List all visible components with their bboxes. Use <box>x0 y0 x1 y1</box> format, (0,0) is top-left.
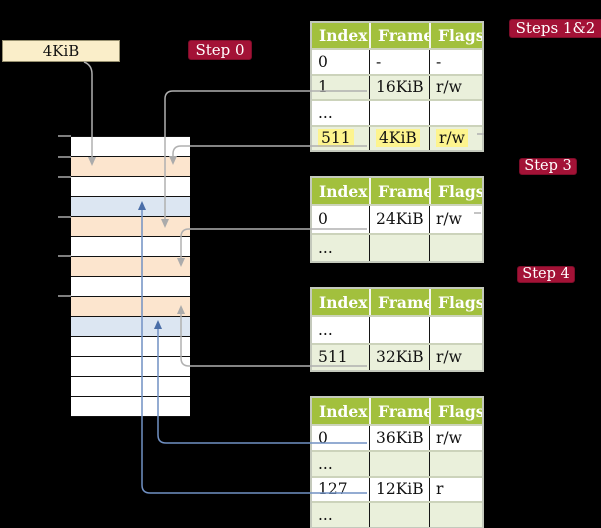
memory-frame-row <box>71 197 190 217</box>
tick-mark <box>58 156 71 158</box>
column-header-frame: Frame <box>369 23 429 48</box>
memory-frame-row <box>71 337 190 357</box>
cell-index: 127 <box>318 480 348 499</box>
cell-flags: r/w <box>429 344 482 370</box>
page-table-row: ... <box>312 315 482 343</box>
column-header-index: Index <box>319 292 368 312</box>
cell-frame: 32KiB <box>369 344 429 370</box>
cell-index: 0 <box>318 428 328 447</box>
cell-flags: - <box>429 50 482 74</box>
badge-step-0: Step 0 <box>188 40 252 60</box>
memory-frame-row <box>71 277 190 297</box>
cell-frame <box>369 317 429 343</box>
page-table-row: 0 -- <box>312 48 482 74</box>
memory-frame-row <box>71 257 190 277</box>
cell-flags: r/w <box>429 206 482 233</box>
tick-mark <box>58 295 71 297</box>
tick-mark <box>58 255 71 257</box>
cell-flags: r/w <box>429 426 482 450</box>
column-header-index: Index <box>319 181 368 201</box>
cell-index: 0 <box>318 210 328 229</box>
cell-index: ... <box>318 506 333 525</box>
cell-index: ... <box>318 103 333 122</box>
cell-frame <box>369 503 429 527</box>
memory-frame-row <box>71 297 190 317</box>
badge-step-4: Step 4 <box>517 266 575 283</box>
cell-frame <box>369 101 429 125</box>
page-table-row: 511 4KiB r/w <box>312 124 482 151</box>
cell-frame: 12KiB <box>369 477 429 502</box>
cell-flags: r <box>429 477 482 502</box>
cell-flags <box>429 101 482 125</box>
cell-index: 1 <box>318 78 328 97</box>
column-header-flags: Flags <box>429 289 482 315</box>
cell-index: ... <box>318 238 333 257</box>
cell-flags: r/w <box>429 126 482 150</box>
cell-frame <box>369 451 429 476</box>
page-table-row: ... <box>312 99 482 125</box>
cell-frame: 4KiB <box>369 126 429 150</box>
column-header-frame: Frame <box>369 289 429 315</box>
cell-flags <box>429 451 482 476</box>
badge-step-3: Step 3 <box>519 158 577 175</box>
page-table-row: ... <box>312 232 482 261</box>
cell-flags <box>429 317 482 343</box>
page-table-row: ... <box>312 501 482 527</box>
column-header-flags: Flags <box>429 398 482 424</box>
cell-frame: 36KiB <box>369 426 429 450</box>
page-size-box: 4KiB <box>2 40 120 62</box>
column-header-flags: Flags <box>429 178 482 204</box>
cell-index: 511 <box>312 127 369 151</box>
memory-stack <box>71 136 190 417</box>
cell-index: 0 <box>318 52 328 71</box>
memory-frame-row <box>71 137 190 157</box>
memory-frame-row <box>71 237 190 257</box>
memory-frame-row <box>71 357 190 377</box>
memory-frame-row <box>71 377 190 397</box>
memory-frame-row <box>71 397 190 417</box>
cell-frame: - <box>369 50 429 74</box>
memory-frame-row <box>71 157 190 177</box>
page-table-row: ... <box>312 449 482 476</box>
badge-steps-1-2: Steps 1&2 <box>509 19 601 38</box>
memory-frame-row <box>71 317 190 337</box>
tick-mark <box>58 176 71 178</box>
tick-mark <box>58 135 71 137</box>
cell-index: ... <box>318 454 333 473</box>
cell-frame: 24KiB <box>369 206 429 233</box>
column-header-frame: Frame <box>369 398 429 424</box>
column-header-frame: Frame <box>369 178 429 204</box>
memory-frame-row <box>71 217 190 237</box>
cell-index: 511 <box>318 348 348 367</box>
cell-flags <box>429 234 482 261</box>
highlighted-value: 511 <box>318 129 354 148</box>
cell-flags: r/w <box>429 75 482 99</box>
tick-mark <box>58 216 71 218</box>
cell-frame: 16KiB <box>369 75 429 99</box>
cell-flags <box>429 503 482 527</box>
highlighted-value: 4KiB <box>376 129 420 148</box>
highlighted-value: r/w <box>436 129 468 148</box>
column-header-index: Index <box>319 26 368 45</box>
memory-frame-row <box>71 177 190 197</box>
column-header-index: Index <box>319 401 368 421</box>
column-header-flags: Flags <box>429 23 482 48</box>
cell-frame <box>369 234 429 261</box>
cell-index: ... <box>318 320 333 339</box>
